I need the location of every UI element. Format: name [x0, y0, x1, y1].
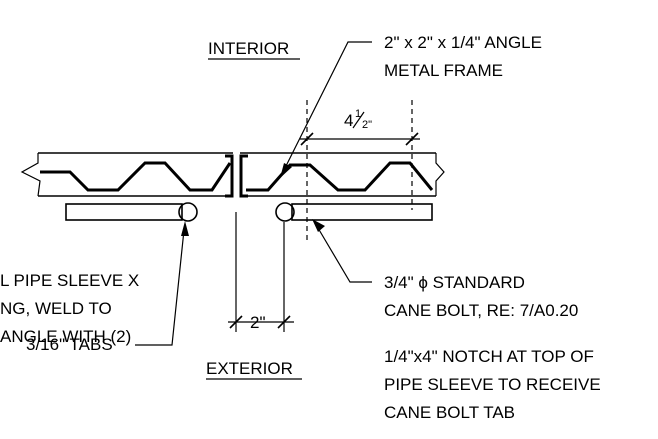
bolt-note-line1: 3/4" ϕ STANDARD	[384, 273, 525, 292]
top-dimension	[300, 132, 420, 146]
bottom-dim-tick-right	[277, 315, 291, 329]
sleeve-leader-arrow	[181, 221, 189, 236]
right-pipe-sleeve	[275, 202, 295, 222]
bottom-dim-tick-left	[229, 315, 243, 329]
interior-label: INTERIOR	[208, 39, 289, 58]
bottom-dimension	[228, 212, 294, 332]
left-break-line	[20, 153, 41, 197]
left-bottom-bar	[65, 203, 183, 221]
angle-leader	[283, 41, 372, 171]
top-dim-whole: 4	[344, 111, 353, 130]
left-corrugated-core	[40, 161, 232, 192]
exterior-label: EXTERIOR	[206, 359, 293, 378]
bolt-note-line2: CANE BOLT, RE: 7/A0.20	[384, 301, 578, 320]
top-dim-tick-left	[300, 132, 314, 146]
top-dim-numerator: 1	[355, 108, 361, 120]
angle-note-line2: METAL FRAME	[384, 61, 503, 80]
top-dim-tick-right	[405, 132, 419, 146]
left-door-panel	[20, 152, 234, 198]
left-angle-frame	[225, 154, 234, 198]
right-break-line	[435, 153, 445, 196]
sleeve-note-line1: L PIPE SLEEVE X	[0, 271, 139, 290]
sleeve-note-line4: 3/16" TABS	[26, 335, 113, 354]
right-corrugated-core	[246, 161, 434, 192]
sleeve-note-line3: ANGLE WITH (2)	[0, 327, 131, 346]
bolt-leader-arrow	[312, 219, 325, 232]
sleeve-leader	[135, 229, 185, 346]
top-dim-denominator: 2"	[362, 119, 372, 131]
angle-leader-arrow	[280, 163, 292, 178]
right-bottom-bar	[291, 203, 433, 221]
right-angle-frame	[239, 154, 248, 198]
sleeve-note-line2: NG, WELD TO	[0, 299, 112, 318]
right-door-panel	[239, 152, 445, 198]
bottom-dim-label: 2"	[250, 313, 266, 332]
notch-note-line2: PIPE SLEEVE TO RECEIVE	[384, 375, 601, 394]
bottom-bars	[65, 202, 433, 222]
leaders	[135, 41, 372, 346]
angle-note-line1: 2" x 2" x 1/4" ANGLE	[384, 33, 542, 52]
left-pipe-sleeve	[178, 202, 198, 222]
top-dim-fraction-bar	[352, 111, 365, 129]
notch-note-line1: 1/4"x4" NOTCH AT TOP OF	[384, 347, 594, 366]
bolt-leader	[317, 227, 372, 283]
notch-note-line3: CANE BOLT TAB	[384, 403, 515, 422]
